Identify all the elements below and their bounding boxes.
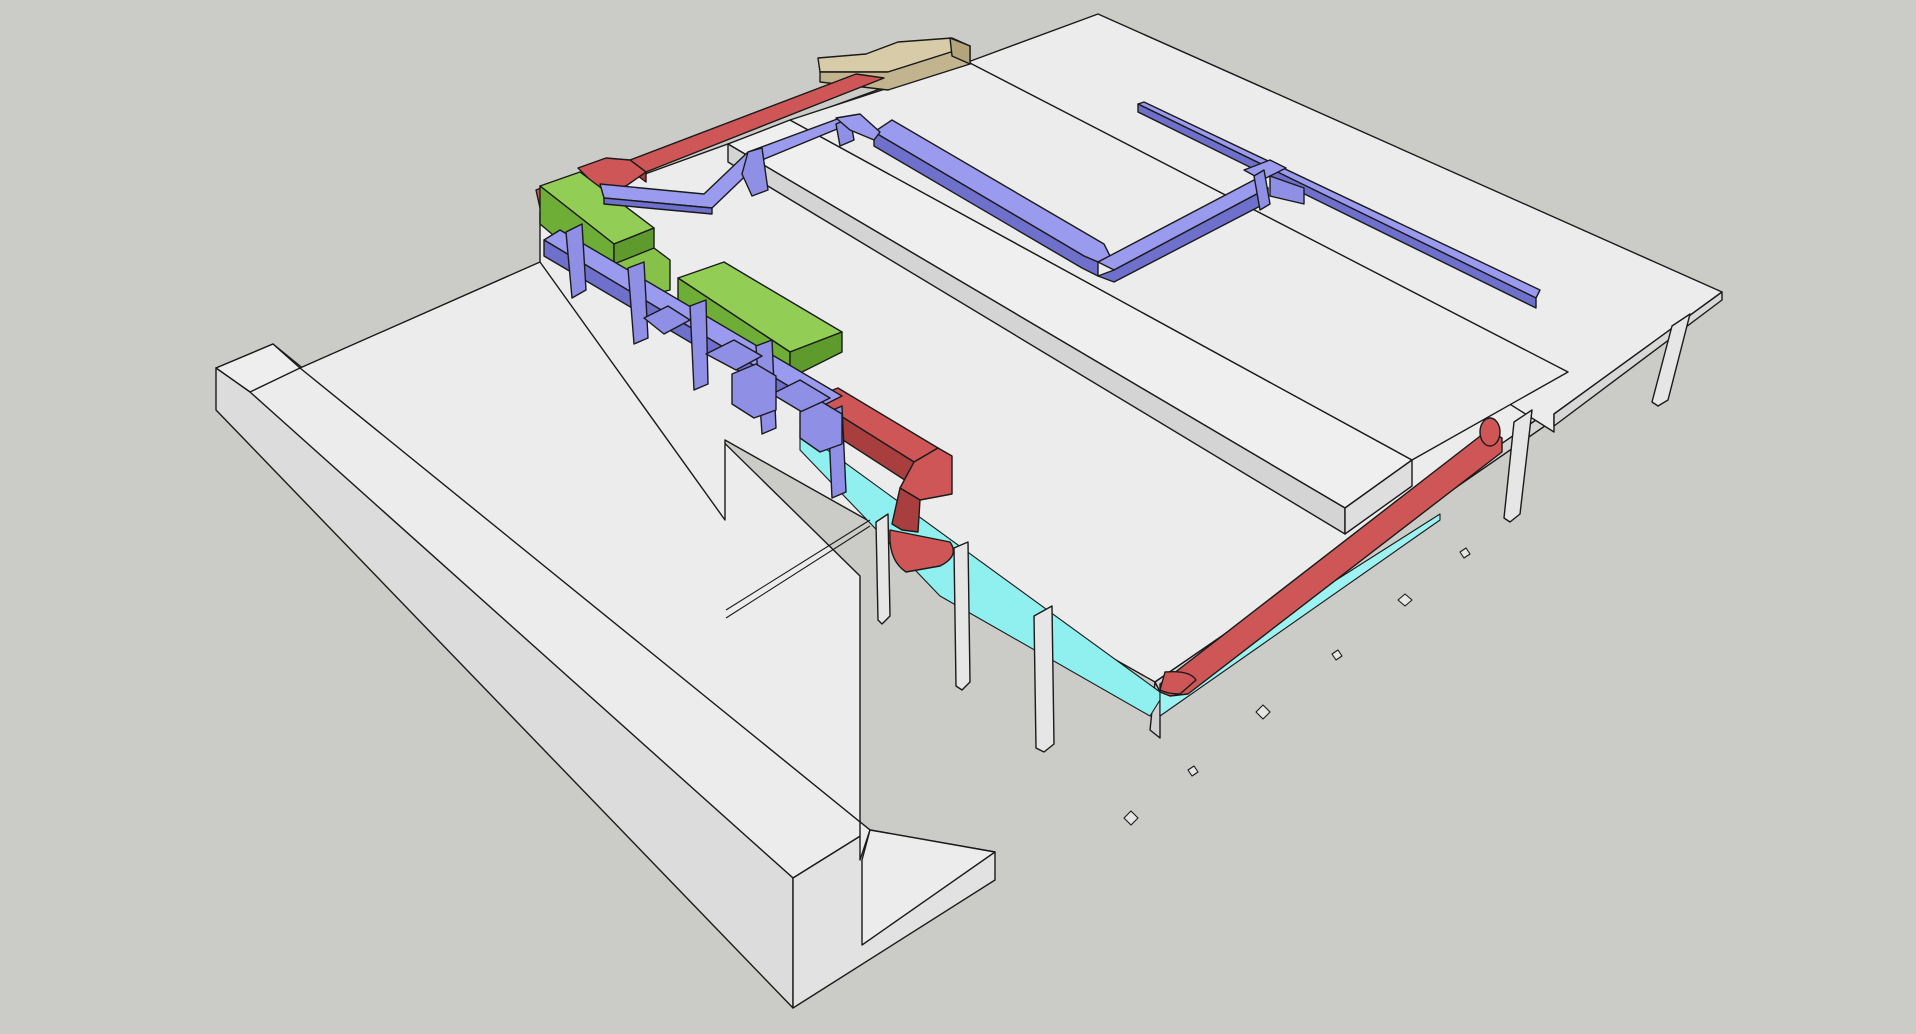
- return-long-cap: [1479, 417, 1501, 447]
- return-drop-bend: [889, 529, 954, 573]
- supply-drop-1: [565, 223, 587, 299]
- column-footings: [1123, 547, 1471, 826]
- supply-main-front: [603, 197, 713, 215]
- footing-5: [1397, 593, 1413, 607]
- footing-4: [1331, 649, 1343, 661]
- supply-loop-3: [771, 379, 831, 413]
- footing-3: [1255, 704, 1271, 720]
- supply-box-1: [731, 363, 777, 419]
- supply-drop-3: [689, 299, 709, 391]
- left-wing-floor: [299, 261, 871, 861]
- footing-6: [1459, 547, 1471, 559]
- return-long-elbow: [1159, 670, 1197, 695]
- column-1: [875, 513, 891, 625]
- supply-loop-2: [705, 339, 763, 371]
- courtyard-edge: [725, 519, 871, 611]
- supply-far-run-front: [1137, 103, 1537, 309]
- footing-2: [1187, 765, 1199, 777]
- column-3: [1033, 605, 1055, 753]
- return-duct-long: [1159, 417, 1503, 697]
- supply-trunk-diag-front: [1097, 187, 1269, 283]
- structural-columns: [875, 313, 1691, 753]
- supply-ductwork: [543, 101, 1541, 499]
- supply-box-2: [799, 401, 843, 453]
- supply-branch-riser: [1253, 169, 1271, 211]
- column-2: [953, 541, 971, 691]
- supply-drop-2: [627, 261, 649, 345]
- plenum-end: [1344, 459, 1413, 535]
- column-5: [1651, 313, 1691, 407]
- supply-loop-1: [643, 305, 691, 335]
- footing-1: [1123, 810, 1139, 826]
- return-ductwork: [535, 73, 954, 573]
- supply-main-bridge: [835, 113, 881, 141]
- supply-main-riser: [741, 147, 769, 197]
- column-4: [1503, 409, 1533, 523]
- glazing-under-slab: [1159, 513, 1441, 717]
- left-wing-slab: [215, 261, 996, 1009]
- courtyard-edge-2: [725, 525, 871, 619]
- return-lower-elbow-front: [891, 487, 921, 533]
- left-wing-floor-strip: [861, 829, 996, 946]
- courtyard-opening: [725, 519, 871, 619]
- supply-tee: [1269, 175, 1305, 205]
- intake-end: [949, 37, 971, 65]
